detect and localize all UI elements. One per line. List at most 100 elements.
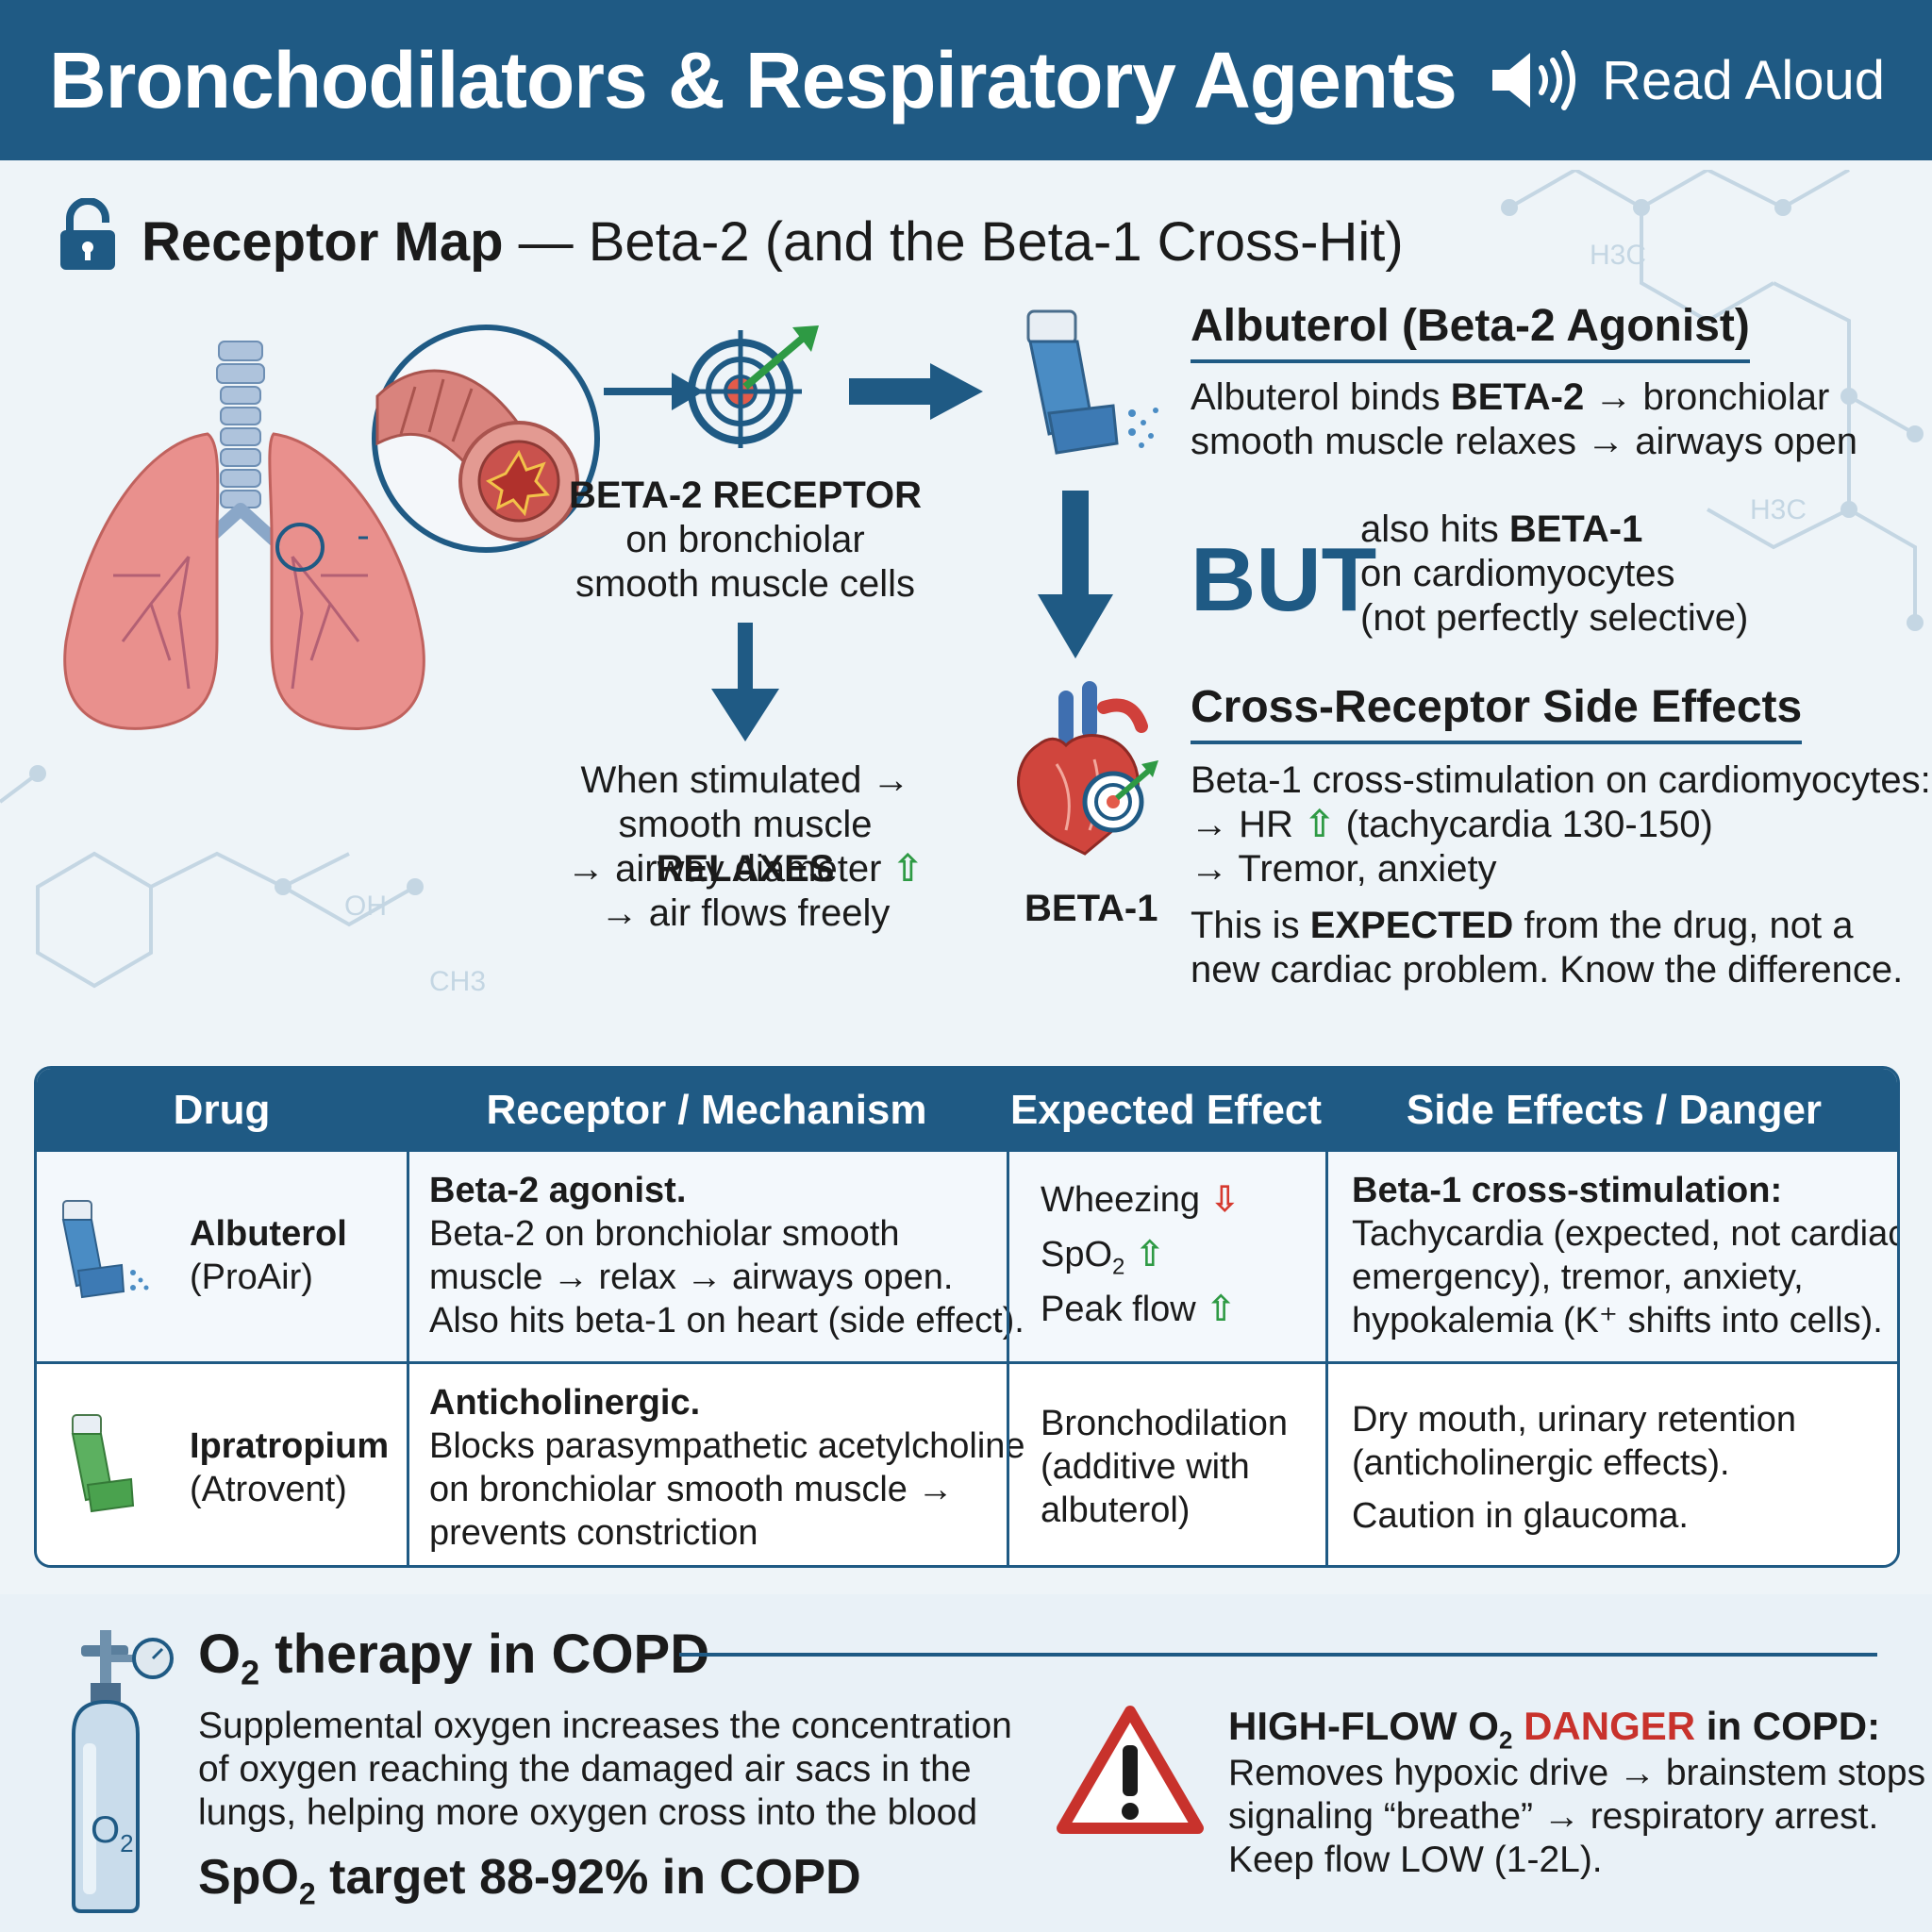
- up-arrow-icon: ⇧: [1304, 804, 1336, 845]
- mechanism-title: Anticholinergic.: [429, 1383, 701, 1423]
- table-header-cell: Expected Effect: [1009, 1087, 1323, 1133]
- mechanism-line: Blocks parasympathetic acetylcholine: [429, 1426, 1025, 1466]
- table-header: Drug Receptor / Mechanism Expected Effec…: [37, 1069, 1897, 1152]
- side-effects-line: new cardiac problem. Know the difference…: [1191, 949, 1904, 991]
- albuterol-title: Albuterol (Beta-2 Agonist): [1191, 300, 1750, 363]
- mechanism-title: Beta-2 agonist.: [429, 1171, 687, 1210]
- bronchiole-zoom-illustration: [358, 325, 600, 553]
- drug-table: Drug Receptor / Mechanism Expected Effec…: [34, 1066, 1900, 1568]
- down-arrow-icon: ⇩: [1209, 1180, 1241, 1220]
- heart-illustration: [1017, 681, 1158, 856]
- albuterol-inhaler-icon: [61, 1200, 149, 1299]
- o2-body-line: Supplemental oxygen increases the concen…: [198, 1706, 1012, 1746]
- tank-label: O: [91, 1809, 120, 1851]
- up-arrow-icon: ⇧: [891, 848, 924, 890]
- svg-text:O2: O2: [91, 1809, 134, 1857]
- side-effects-line: → Tremor, anxiety: [1191, 848, 1497, 890]
- o2-section: [0, 1594, 1932, 1932]
- effect-line: Bronchodilation: [1041, 1404, 1288, 1443]
- arrow-down-icon: [1038, 491, 1113, 658]
- effect-line: Peak flow ⇧: [1041, 1290, 1237, 1329]
- section-title-rest: — Beta-2 (and the Beta-1 Cross-Hit): [503, 210, 1404, 273]
- o2-body-line: lungs, helping more oxygen cross into th…: [198, 1792, 978, 1833]
- effect-line: albuterol): [1041, 1491, 1191, 1530]
- drug-brand: (ProAir): [190, 1257, 313, 1297]
- table-header-cell: Drug: [173, 1087, 271, 1133]
- section-title-bold: Receptor Map: [142, 210, 504, 273]
- table-row: Albuterol (ProAir) Beta-2 agonist. Beta-…: [37, 1152, 1897, 1361]
- side-effects-title: Beta-1 cross-stimulation:: [1352, 1171, 1783, 1210]
- mechanism-line: muscle → relax → airways open.: [429, 1257, 954, 1297]
- albuterol-desc: Albuterol binds BETA-2 → bronchiolar: [1191, 376, 1830, 418]
- side-effects-line: (anticholinergic effects).: [1352, 1443, 1730, 1483]
- read-aloud-label: Read Aloud: [1602, 49, 1885, 111]
- table-divider: [1007, 1069, 1009, 1565]
- danger-line: Keep flow LOW (1-2L).: [1228, 1840, 1603, 1880]
- arrow-down-icon: [711, 623, 779, 741]
- effect-line: (additive with: [1041, 1447, 1250, 1487]
- but-desc: (not perfectly selective): [1360, 597, 1749, 639]
- beta2-receptor-label: BETA-2 RECEPTOR: [568, 475, 923, 516]
- read-aloud-button[interactable]: Read Aloud: [1487, 47, 1885, 113]
- beta2-receptor-desc: on bronchiolar: [625, 519, 865, 560]
- but-desc: also hits BETA-1: [1360, 508, 1643, 550]
- molecule-background-bottom-left: OH CH3: [0, 765, 486, 997]
- lock-icon: [57, 197, 119, 285]
- beta1-label: BETA-1: [1024, 888, 1158, 929]
- stimulated-text: → air flows freely: [600, 892, 891, 934]
- table-row: Ipratropium (Atrovent) Anticholinergic. …: [37, 1361, 1897, 1565]
- table-divider: [1325, 1069, 1328, 1565]
- side-effects-line: This is EXPECTED from the drug, not a: [1191, 905, 1854, 946]
- side-effects-line: → HR ⇧ (tachycardia 130-150): [1191, 804, 1713, 845]
- target-receptor-icon: [679, 325, 819, 448]
- danger-title: HIGH-FLOW O2 DANGER in COPD:: [1228, 1704, 1881, 1755]
- speaker-icon: [1492, 50, 1575, 110]
- effect-line: Wheezing ⇩: [1041, 1180, 1241, 1220]
- ipratropium-inhaler-icon: [71, 1414, 135, 1513]
- danger-line: Removes hypoxic drive → brainstem stops: [1228, 1753, 1926, 1793]
- stimulated-text: When stimulated →: [580, 759, 910, 801]
- but-desc: on cardiomyocytes: [1360, 553, 1675, 594]
- up-arrow-icon: ⇧: [1134, 1235, 1165, 1274]
- mechanism-line: Beta-2 on bronchiolar smooth: [429, 1214, 900, 1254]
- warning-icon: [1057, 1706, 1204, 1834]
- side-effects-line: hypokalemia (K⁺ shifts into cells).: [1352, 1301, 1883, 1341]
- table-header-cell: Side Effects / Danger: [1406, 1087, 1823, 1133]
- molecule-label: H3C: [1750, 494, 1807, 525]
- side-effects-title: Cross-Receptor Side Effects: [1191, 681, 1803, 744]
- drug-name: Albuterol: [190, 1214, 347, 1254]
- side-effects-line: emergency), tremor, anxiety,: [1352, 1257, 1804, 1297]
- molecule-label: CH3: [429, 966, 486, 997]
- mechanism-line: on bronchiolar smooth muscle →: [429, 1470, 954, 1509]
- o2-therapy-title: O2 therapy in COPD: [198, 1624, 710, 1692]
- mechanism-line: Also hits beta-1 on heart (side effect).: [429, 1301, 1024, 1341]
- oxygen-tank-icon: O2: [72, 1630, 174, 1913]
- beta2-receptor-desc: smooth muscle cells: [575, 563, 916, 605]
- title-underline: [679, 1653, 1877, 1657]
- table-header-cell: Receptor / Mechanism: [486, 1087, 927, 1133]
- lungs-illustration: [63, 341, 425, 730]
- but-label: BUT: [1191, 529, 1377, 630]
- albuterol-desc: smooth muscle relaxes → airways open: [1191, 421, 1857, 462]
- stimulated-text: smooth muscle RELAXES: [618, 804, 873, 890]
- header-bar: Bronchodilators & Respiratory Agents: [0, 0, 1932, 160]
- receptor-map-title: Receptor Map — Beta-2 (and the Beta-1 Cr…: [57, 197, 1404, 285]
- arrow-right-icon: [849, 363, 983, 420]
- side-effects-line: Beta-1 cross-stimulation on cardiomyocyt…: [1191, 759, 1931, 801]
- page-title: Bronchodilators & Respiratory Agents: [49, 35, 1457, 125]
- side-effects-line: Dry mouth, urinary retention: [1352, 1400, 1796, 1440]
- mechanism-line: prevents constriction: [429, 1513, 758, 1553]
- tank-label-sub: 2: [120, 1829, 133, 1857]
- danger-line: signaling “breathe” → respiratory arrest…: [1228, 1796, 1879, 1837]
- drug-name: Ipratropium: [190, 1426, 390, 1466]
- table-divider: [407, 1069, 409, 1565]
- o2-body-line: of oxygen reaching the damaged air sacs …: [198, 1749, 972, 1790]
- up-arrow-icon: ⇧: [1206, 1290, 1237, 1329]
- side-effects-line: Caution in glaucoma.: [1352, 1496, 1689, 1536]
- effect-line: SpO2 ⇧: [1041, 1235, 1165, 1280]
- side-effects-line: Tachycardia (expected, not cardiac: [1352, 1214, 1900, 1254]
- molecule-label: H3C: [1590, 240, 1646, 271]
- stimulated-text: → airway diameter ⇧: [566, 848, 924, 890]
- drug-brand: (Atrovent): [190, 1470, 347, 1509]
- albuterol-inhaler-icon: [1026, 309, 1158, 455]
